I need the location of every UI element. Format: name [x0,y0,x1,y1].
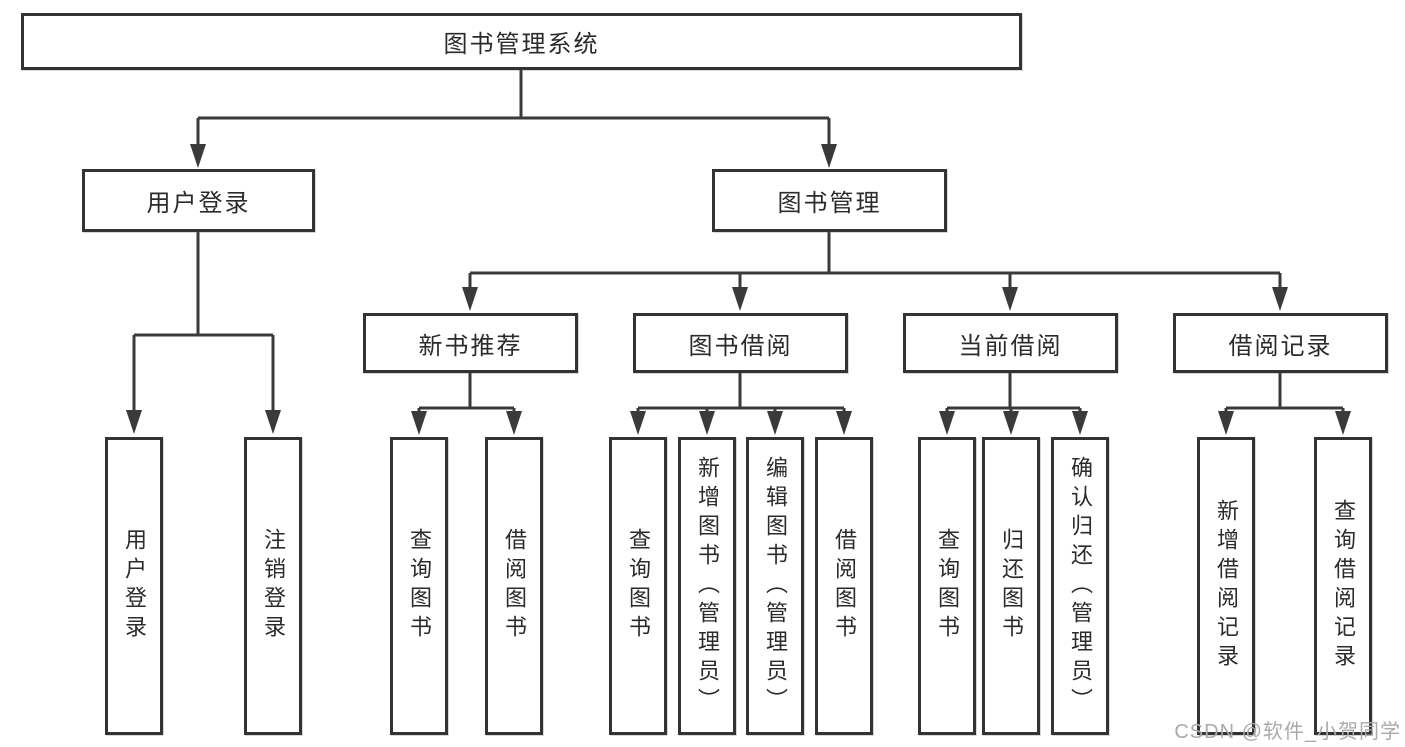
connector-root-to-level2 [196,70,831,146]
arrowheads-userlogin-leaves [126,410,281,434]
arrowheads-level2 [190,144,837,168]
watermark: CSDN @软件_小贺同学 [1174,721,1401,743]
leaf-confirm-return-admin: 确认归还（管理员） [1051,437,1109,735]
node-user-login: 用户登录 [82,169,315,232]
connector-level3-to-leaves [417,373,1345,413]
node-book-management: 图书管理 [712,169,947,232]
leaf-borrow-books: 借阅图书 [815,437,873,735]
leaf-add-borrow-record: 新增借阅记录 [1197,437,1255,735]
leaf-add-books-admin-label: 新增图书（管理员） [695,455,720,717]
leaf-logout: 注销登录 [244,437,302,735]
arrowheads-level3 [462,287,1288,311]
node-root: 图书管理系统 [21,13,1022,70]
leaf-edit-books-admin-label: 编辑图书（管理员） [763,455,788,717]
leaf-return-books-label: 归还图书 [999,528,1024,644]
leaf-edit-books-admin: 编辑图书（管理员） [746,437,804,735]
leaf-query-books-current-label: 查询图书 [935,528,960,644]
leaf-query-borrow-record: 查询借阅记录 [1314,437,1372,735]
leaf-query-books-recommend-label: 查询图书 [407,528,432,644]
node-book-management-label: 图书管理 [777,190,882,217]
node-borrow-record: 借阅记录 [1173,313,1388,373]
node-book-borrow-label: 图书借阅 [688,332,793,360]
node-user-login-label: 用户登录 [146,190,251,217]
connector-userlogin-to-leaves [132,232,275,412]
connector-bookmgmt-to-level3 [468,232,1282,289]
node-current-borrow-label: 当前借阅 [958,332,1063,360]
leaf-user-login-label: 用户登录 [122,528,147,644]
leaf-add-borrow-record-label: 新增借阅记录 [1214,499,1239,673]
leaf-logout-label: 注销登录 [261,528,286,644]
node-book-borrow: 图书借阅 [633,313,848,373]
leaf-query-borrow-record-label: 查询借阅记录 [1331,499,1356,673]
node-new-book-recommend-label: 新书推荐 [418,332,523,360]
leaf-borrow-books-label: 借阅图书 [832,528,857,644]
leaf-query-books-borrow-label: 查询图书 [626,528,651,644]
leaf-query-books-recommend: 查询图书 [390,437,448,735]
leaf-borrow-books-recommend-label: 借阅图书 [502,528,527,644]
leaf-query-books-current: 查询图书 [918,437,976,735]
leaf-confirm-return-admin-label: 确认归还（管理员） [1068,455,1093,717]
node-borrow-record-label: 借阅记录 [1228,332,1333,360]
node-root-label: 图书管理系统 [443,31,600,58]
leaf-borrow-books-recommend: 借阅图书 [485,437,543,735]
leaf-return-books: 归还图书 [982,437,1040,735]
node-current-borrow: 当前借阅 [903,313,1118,373]
leaf-query-books-borrow: 查询图书 [609,437,667,735]
node-new-book-recommend: 新书推荐 [363,313,578,373]
leaf-user-login: 用户登录 [105,437,163,735]
leaf-add-books-admin: 新增图书（管理员） [678,437,736,735]
arrowheads-leaves [411,411,1351,435]
